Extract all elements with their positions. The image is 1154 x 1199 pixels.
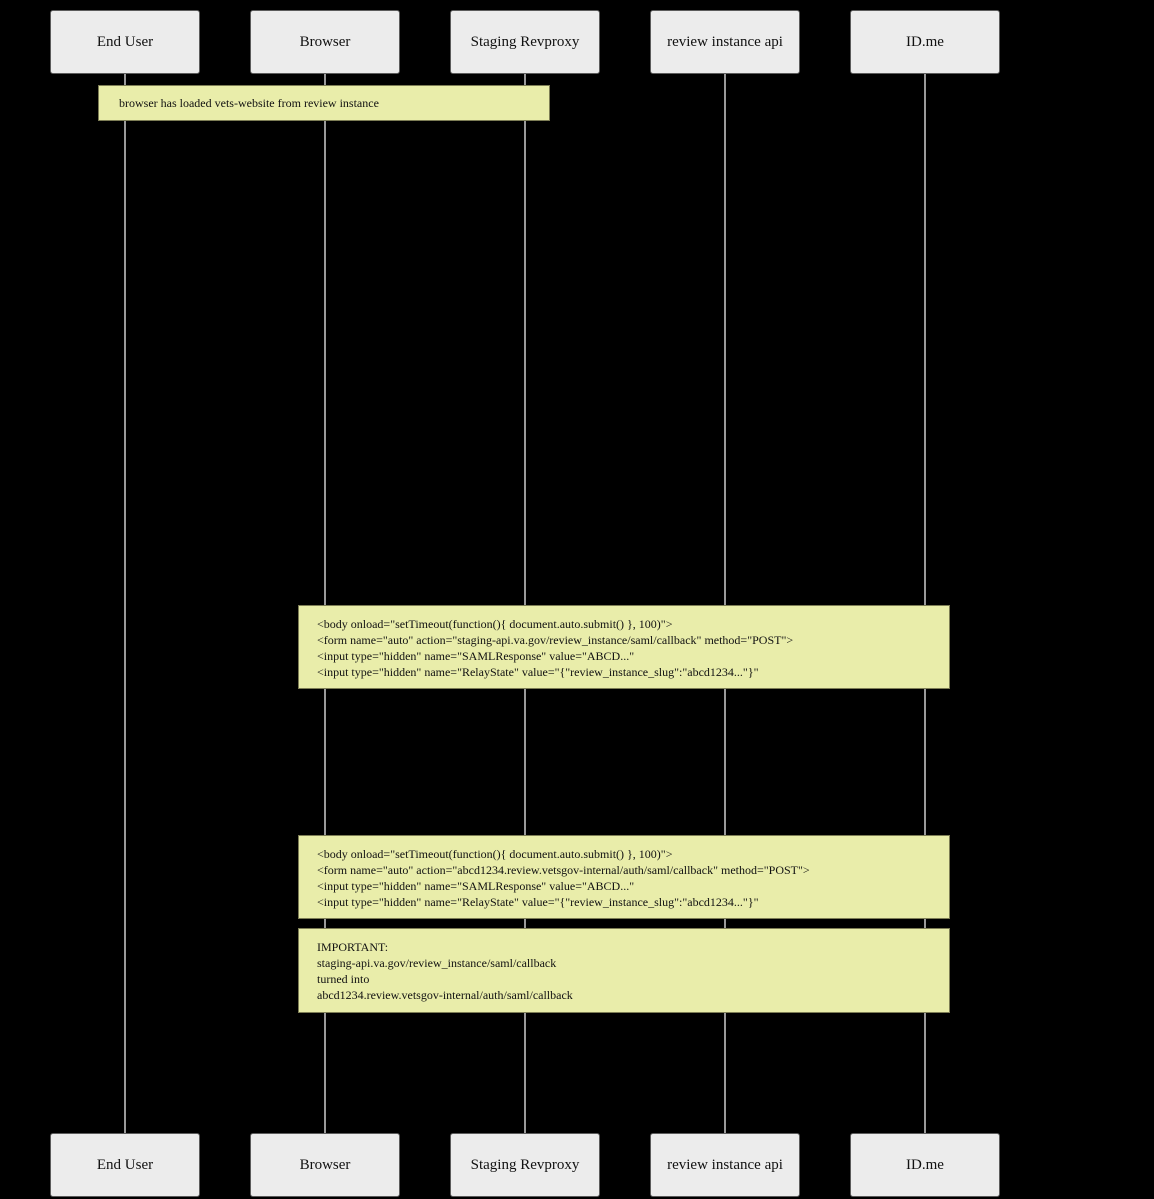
actor-label: Staging Revproxy [470,33,580,50]
note-saml-form-review-instance: <body onload="setTimeout(function(){ doc… [298,835,950,919]
note-text: <form name="auto" action="staging-api.va… [317,633,794,647]
note-text: staging-api.va.gov/review_instance/saml/… [317,956,557,970]
lifeline-browser [324,74,326,1133]
lifeline-review-instance-api [724,74,726,1133]
note-text: <input type="hidden" name="RelayState" v… [317,895,759,909]
note-text: abcd1234.review.vetsgov-internal/auth/sa… [317,988,573,1002]
actor-label: review instance api [667,1156,783,1173]
actor-review-instance-api-top: review instance api [650,10,800,74]
actor-end-user-top: End User [50,10,200,74]
actor-label: End User [96,33,154,50]
actor-end-user-bottom: End User [50,1133,200,1197]
actor-label: review instance api [667,33,783,50]
actor-browser-bottom: Browser [250,1133,400,1197]
note-text: <input type="hidden" name="RelayState" v… [317,665,759,679]
lifeline-idme [924,74,926,1133]
note-text: <input type="hidden" name="SAMLResponse"… [317,879,635,893]
note-browser-loaded: browser has loaded vets-website from rev… [98,85,550,121]
note-text: <input type="hidden" name="SAMLResponse"… [317,649,635,663]
note-text: IMPORTANT: [317,940,389,954]
lifeline-staging-revproxy [524,74,526,1133]
actor-label: Browser [299,33,351,50]
actor-label: Staging Revproxy [470,1156,580,1173]
note-text: browser has loaded vets-website from rev… [119,96,379,110]
note-text: <body onload="setTimeout(function(){ doc… [317,847,673,861]
actor-staging-revproxy-bottom: Staging Revproxy [450,1133,600,1197]
note-text: <body onload="setTimeout(function(){ doc… [317,617,673,631]
actor-label: Browser [299,1156,351,1173]
actor-idme-top: ID.me [850,10,1000,74]
note-text: turned into [317,972,370,986]
actor-label: End User [96,1156,154,1173]
actor-review-instance-api-bottom: review instance api [650,1133,800,1197]
actor-staging-revproxy-top: Staging Revproxy [450,10,600,74]
note-text: <form name="auto" action="abcd1234.revie… [317,863,810,877]
lifeline-end-user [124,74,126,1133]
actor-label: ID.me [906,1156,944,1173]
actor-idme-bottom: ID.me [850,1133,1000,1197]
note-saml-form-staging-api: <body onload="setTimeout(function(){ doc… [298,605,950,689]
note-important-url-rewrite: IMPORTANT: staging-api.va.gov/review_ins… [298,928,950,1013]
actor-browser-top: Browser [250,10,400,74]
actor-label: ID.me [906,33,944,50]
